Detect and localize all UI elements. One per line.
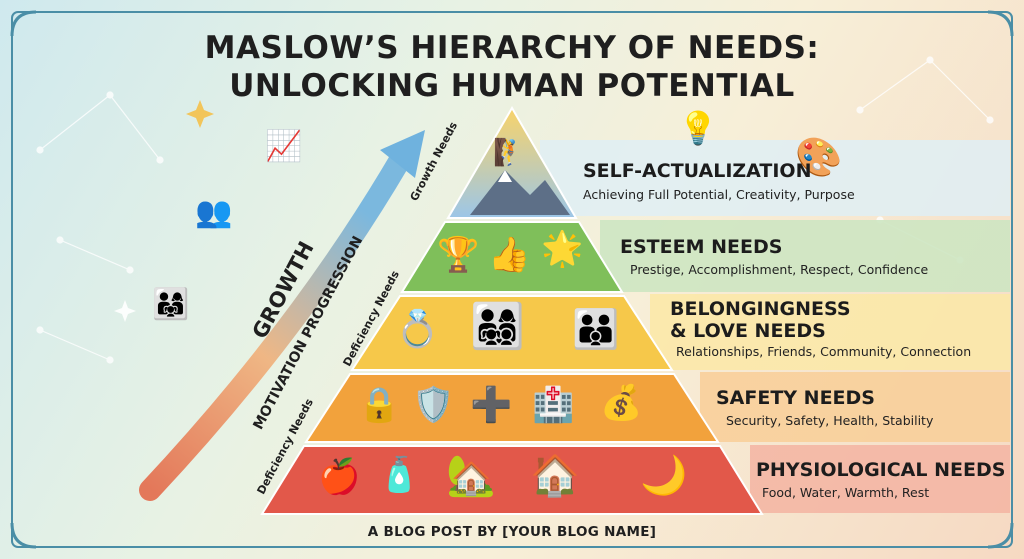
moon-icon: 🌙: [640, 453, 688, 497]
title-line-1: MASLOW’S HIERARCHY OF NEEDS:: [204, 30, 820, 66]
people-growth-icon: 👨‍👩‍👧: [152, 287, 190, 322]
home-icon: 🏠: [530, 453, 580, 499]
pyramid-esteem-tier: [400, 221, 624, 293]
level-desc-physiological: Food, Water, Warmth, Rest: [762, 485, 930, 500]
pyramid-safety-tier: [304, 373, 720, 443]
sparkle-icon: [186, 100, 214, 128]
level-desc-belonging: Relationships, Friends, Community, Conne…: [676, 344, 972, 359]
pyramid-belonging-tier: [350, 295, 674, 371]
lightbulb-gear-icon: 💡: [678, 109, 718, 147]
level-title-physiological: PHYSIOLOGICAL NEEDS: [756, 459, 1006, 481]
medical-cross-icon: 🏥: [532, 385, 575, 425]
team-icon: 👥: [195, 195, 233, 230]
sparkle-icon: [114, 300, 136, 322]
podium-icon: 🌟: [541, 229, 584, 269]
corner-ornament: [10, 10, 37, 37]
house-icon: 🏡: [446, 453, 496, 499]
level-desc-safety: Security, Safety, Health, Stability: [726, 413, 934, 428]
growth-chart-icon: 📈: [265, 129, 303, 164]
lock-icon: 🔒: [358, 385, 401, 425]
health-shield-icon: ➕: [470, 385, 513, 425]
mountain-shape: [470, 170, 570, 215]
palette-icon: 🎨: [795, 135, 843, 179]
level-title-esteem: ESTEEM NEEDS: [620, 236, 783, 258]
level-title-belonging: BELONGINGNESS: [670, 298, 851, 320]
frame-border: [11, 11, 1013, 548]
band-bg-esteem: [600, 220, 1010, 292]
level-title-belonging-line2: & LOVE NEEDS: [670, 320, 826, 342]
band-bg-physio: [750, 445, 1010, 513]
level-desc-self-actualization: Achieving Full Potential, Creativity, Pu…: [583, 187, 855, 202]
corner-ornament: [987, 522, 1014, 549]
parents-child-icon: 👪: [572, 307, 620, 351]
band-bg-belonging: [650, 294, 1010, 370]
footer-credit: A BLOG POST BY [YOUR BLOG NAME]: [367, 524, 657, 540]
water-bottle-icon: 🧴: [378, 455, 421, 495]
level-desc-esteem: Prestige, Accomplishment, Respect, Confi…: [630, 262, 929, 277]
growth-arrow-head: [380, 130, 425, 178]
money-bag-icon: 💰: [600, 383, 643, 423]
corner-ornament: [10, 522, 37, 549]
apple-icon: 🍎: [318, 457, 361, 497]
pyramid-physio-tier: [260, 445, 764, 515]
family-icon: 👨‍👩‍👧‍👦: [470, 301, 525, 352]
title-line-2: UNLOCKING HUMAN POTENTIAL: [229, 68, 795, 104]
level-title-self-actualization: SELF-ACTUALIZATION: [583, 160, 812, 182]
shield-icon: 🛡️: [412, 385, 455, 425]
rings-icon: 💍: [395, 309, 440, 350]
trophy-icon: 🏆: [437, 235, 480, 275]
thumbs-up-icon: 👍: [488, 235, 531, 275]
growth-arrow: [139, 149, 411, 501]
mountain-climber-icon: 🧗: [493, 138, 526, 168]
corner-ornament: [987, 10, 1014, 37]
level-title-safety: SAFETY NEEDS: [716, 387, 875, 409]
band-bg-safety: [700, 372, 1010, 442]
band-bg-top: [540, 140, 1010, 216]
